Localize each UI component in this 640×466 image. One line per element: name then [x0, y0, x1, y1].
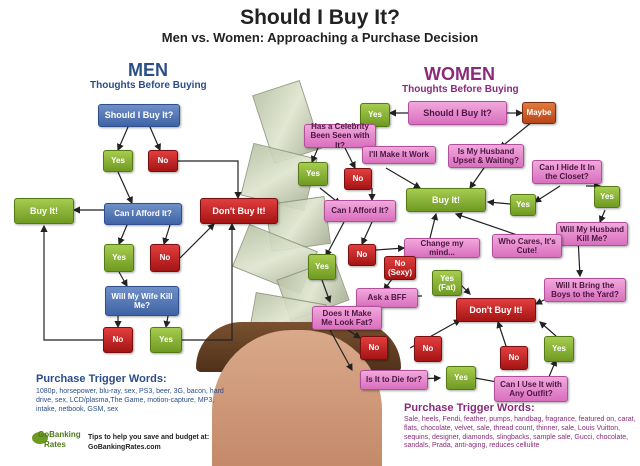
page-subtitle: Men vs. Women: Approaching a Purchase De…: [161, 30, 479, 45]
women-yes-node: Yes: [594, 186, 620, 208]
connector: [385, 167, 422, 189]
connector: [149, 126, 161, 152]
connector: [311, 147, 319, 164]
women-ask-bff-node: Ask a BFF: [356, 288, 418, 308]
connector: [182, 222, 236, 341]
gobankingrates-logo-icon: [32, 432, 48, 444]
connector: [178, 160, 242, 200]
men-afford-node: Can I Afford It?: [104, 203, 182, 225]
connector: [163, 315, 171, 329]
women-outfit-node: Can I Use It with Any Outfit?: [494, 376, 568, 402]
connector: [539, 321, 557, 337]
women-no-node: No: [500, 346, 528, 370]
women-buy-it-node: Buy It!: [406, 188, 486, 212]
men-trigger-heading: Purchase Trigger Words:: [36, 373, 167, 385]
women-no-node: No: [348, 244, 376, 266]
women-no-node: No: [344, 168, 372, 190]
men-subheading: Thoughts Before Buying: [90, 80, 207, 91]
connector: [40, 224, 103, 341]
men-heading: MEN: [128, 60, 168, 80]
women-no-sexy-node: No (Sexy): [384, 256, 416, 280]
connector: [321, 279, 332, 304]
women-yes-node: Yes: [510, 194, 536, 216]
connector: [329, 329, 353, 372]
women-change-mind-node: Change my mind...: [404, 238, 480, 258]
women-dont-buy-node: Don't Buy It!: [456, 298, 536, 322]
connector: [361, 221, 373, 246]
men-yes-node: Yes: [150, 327, 182, 353]
women-trigger-heading: Purchase Trigger Words:: [404, 402, 535, 414]
logo-text: Rates: [44, 440, 66, 449]
connector: [533, 185, 561, 203]
footer-tip: Tips to help you save and budget at:: [88, 434, 210, 441]
connector: [325, 221, 345, 258]
connector: [598, 209, 606, 224]
connector: [117, 126, 129, 152]
women-hide-closet-node: Can I Hide It In the Closet?: [532, 160, 602, 184]
men-should-buy-node: Should I Buy It?: [98, 104, 180, 127]
women-boys-yard-node: Will It Bring the Boys to the Yard?: [544, 278, 626, 302]
connector: [344, 147, 356, 170]
women-yes-node: Yes: [544, 336, 574, 362]
women-yes-node: Yes: [298, 162, 328, 186]
women-maybe-node: Maybe: [522, 102, 556, 124]
footer-url[interactable]: GoBankingRates.com: [88, 444, 161, 451]
connector: [162, 224, 171, 246]
women-make-it-work-node: I'll Make It Work: [362, 146, 436, 164]
logo-text: GoBanking: [38, 430, 81, 439]
women-die-for-node: Is It to Die for?: [360, 370, 428, 390]
connector: [118, 271, 128, 288]
men-no-node: No: [103, 327, 133, 353]
men-yes-node: Yes: [104, 244, 134, 272]
men-trigger-words: 1080p, horsepower, blu-ray, sex, PS3, be…: [36, 388, 224, 413]
women-husband-kill-node: Will My Husband Kill Me?: [556, 222, 628, 246]
women-afford-node: Can I Afford It?: [324, 200, 396, 222]
connector: [469, 164, 487, 189]
women-no-node: No: [414, 336, 442, 362]
page-title: Should I Buy It?: [240, 6, 400, 29]
women-yes-node: Yes: [308, 254, 336, 280]
face-illustration: [212, 330, 382, 466]
women-subheading: Thoughts Before Buying: [402, 84, 519, 95]
connector: [118, 224, 128, 246]
men-wife-node: Will My Wife Kill Me?: [105, 286, 179, 316]
connector: [486, 198, 511, 207]
men-buy-it-node: Buy It!: [14, 198, 74, 224]
men-yes-node: Yes: [103, 150, 133, 172]
women-heading: WOMEN: [424, 64, 495, 84]
connector: [429, 212, 439, 239]
women-trigger-words: Sale, heels, Fendi, feather, pumps, hand…: [404, 416, 636, 450]
men-dont-buy-node: Don't Buy It!: [200, 198, 278, 224]
connector: [499, 121, 533, 149]
women-celebrity-node: Has a Celebrity Been Seen with It?: [304, 122, 376, 150]
connector: [179, 223, 215, 259]
women-yes-node: Yes: [360, 103, 390, 127]
women-no-node: No: [360, 336, 388, 360]
women-fat-node: Does It Make Me Look Fat?: [312, 306, 382, 330]
women-husband-upset-node: Is My Husband Upset & Waiting?: [448, 144, 524, 168]
connector: [375, 244, 406, 253]
men-no-node: No: [150, 244, 180, 272]
women-should-buy-node: Should I Buy It?: [408, 101, 507, 125]
women-cute-node: Who Cares, It's Cute!: [492, 234, 562, 258]
women-yes-fat-node: Yes (Fat): [432, 270, 462, 296]
connector: [347, 329, 361, 339]
women-yes-node: Yes: [446, 366, 476, 390]
men-no-node: No: [148, 150, 178, 172]
connector: [117, 171, 133, 205]
